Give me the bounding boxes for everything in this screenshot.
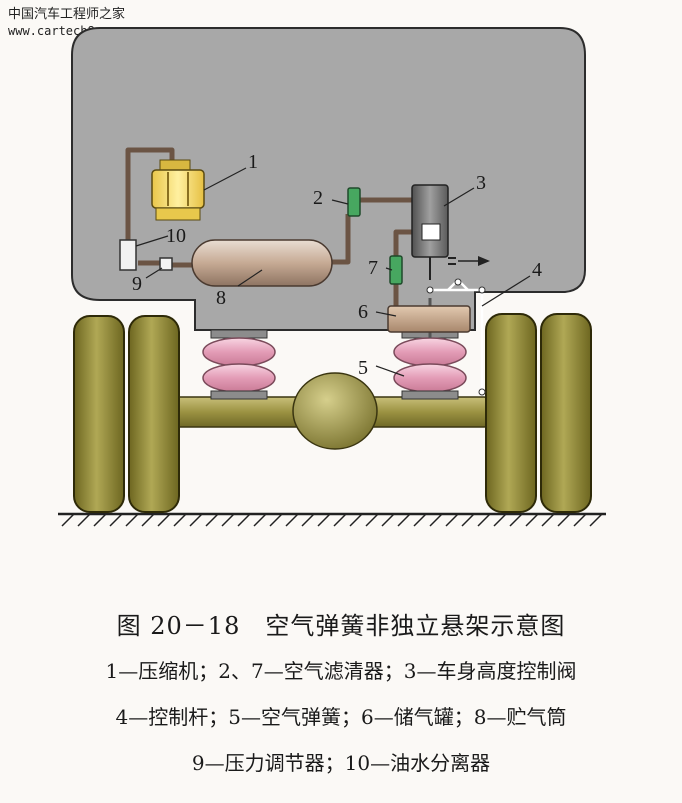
- label-3: 3: [476, 172, 486, 194]
- storage-tank: [387, 305, 471, 333]
- suspension-diagram: 1 2 3 4 5 6 7 8 9 10: [58, 27, 606, 527]
- right-wheels: [485, 313, 592, 513]
- label-6: 6: [358, 301, 368, 323]
- reservoir: [191, 239, 333, 287]
- legend-line-1: 1—压缩机；2、7—空气滤清器；3—车身高度控制阀: [105, 659, 577, 683]
- left-air-spring: [202, 329, 276, 400]
- height-control-valve: [411, 184, 456, 280]
- ground: [58, 512, 606, 527]
- differential: [292, 372, 378, 450]
- air-filter-7: [389, 255, 403, 285]
- label-4: 4: [532, 259, 542, 281]
- label-10: 10: [166, 225, 186, 247]
- left-wheels: [73, 315, 180, 513]
- watermark-site-name: 中国汽车工程师之家: [8, 7, 126, 22]
- compressor: [151, 159, 205, 221]
- label-2: 2: [313, 187, 323, 209]
- pressure-regulator: [159, 257, 173, 271]
- label-1: 1: [248, 151, 258, 173]
- label-5: 5: [358, 357, 368, 379]
- label-8: 8: [216, 287, 226, 309]
- oil-water-separator: [119, 239, 137, 271]
- leader-lines: [135, 167, 531, 377]
- label-9: 9: [132, 273, 142, 295]
- legend-line-2: 4—控制杆；5—空气弹簧；6—储气罐；8—贮气筒: [115, 705, 567, 729]
- legend-line-3: 9—压力调节器；10—油水分离器: [191, 751, 491, 775]
- figure-title: 图 20－18 空气弹簧非独立悬架示意图: [116, 612, 566, 640]
- right-air-spring: [393, 329, 467, 400]
- air-pipes: [125, 147, 414, 308]
- vehicle-body: [71, 27, 586, 331]
- air-filter-2: [347, 187, 361, 217]
- label-7: 7: [368, 257, 378, 279]
- exhaust-arrow-icon: [458, 256, 490, 266]
